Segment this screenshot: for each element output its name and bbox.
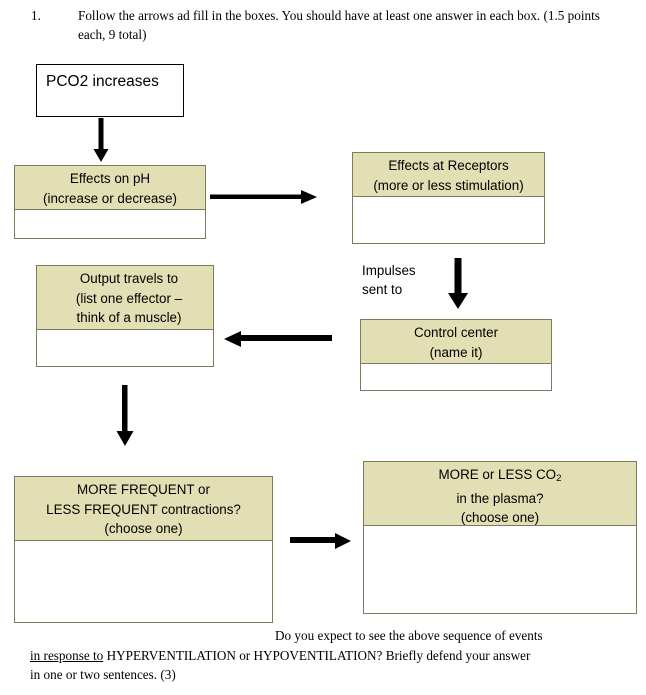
box-control-center[interactable]: Control center (name it) — [360, 319, 552, 391]
arrow-right-ph-to-receptors — [210, 188, 318, 206]
co2-subscript: 2 — [556, 473, 562, 485]
box-output-travels-to-line3: think of a muscle) — [76, 310, 182, 325]
box-contractions-frequency-answer-area[interactable] — [15, 541, 272, 622]
box-co2-in-plasma-line1-text: MORE or LESS CO — [438, 467, 557, 482]
label-impulses-sent-to: Impulses sent to — [362, 263, 416, 297]
box-output-travels-to[interactable]: Output travels to (list one effector – t… — [36, 265, 214, 367]
box-control-center-answer-area[interactable] — [361, 364, 551, 390]
instruction-text: Follow the arrows ad fill in the boxes. … — [78, 8, 600, 42]
box-co2-in-plasma-line1: MORE or LESS CO2 — [366, 465, 634, 489]
arrow-down-output-to-contractions — [116, 385, 134, 447]
box-contractions-frequency-line3: (choose one) — [104, 521, 183, 536]
box-contractions-frequency-line2: LESS FREQUENT contractions? — [46, 501, 241, 517]
arrow-down-receptors-to-control — [448, 258, 468, 310]
box-pco2-answer-area[interactable] — [37, 95, 183, 116]
box-control-center-line2: (name it) — [429, 344, 483, 360]
box-contractions-frequency-header: MORE FREQUENT or LESS FREQUENT contracti… — [15, 477, 272, 541]
box-effects-at-receptors-header: Effects at Receptors (more or less stimu… — [353, 153, 544, 197]
box-contractions-frequency[interactable]: MORE FREQUENT or LESS FREQUENT contracti… — [14, 476, 273, 623]
question-number: 1. — [31, 8, 41, 23]
box-effects-on-ph[interactable]: Effects on pH (increase or decrease) — [14, 165, 206, 239]
footer-line-2-rest: HYPERVENTILATION or HYPOVENTILATION? Bri… — [103, 647, 531, 663]
box-contractions-frequency-line1: MORE FREQUENT or — [77, 482, 210, 497]
footer-underlined-phrase: in response to — [30, 647, 104, 663]
box-effects-on-ph-line2: (increase or decrease) — [43, 190, 177, 206]
arrow-down-pco2-to-ph — [93, 118, 109, 163]
box-control-center-header: Control center (name it) — [361, 320, 551, 364]
box-pco2-header: PCO2 increases — [46, 73, 159, 90]
box-output-travels-to-line1: Output travels to — [79, 271, 179, 286]
box-control-center-line1: Control center — [413, 325, 499, 340]
box-effects-on-ph-answer-area[interactable] — [15, 210, 205, 238]
box-effects-at-receptors-line2: (more or less stimulation) — [373, 177, 524, 193]
arrow-left-control-to-output — [224, 329, 332, 349]
box-output-travels-to-answer-area[interactable] — [37, 330, 213, 366]
footer-question: Do you expect to see the above sequence … — [30, 626, 630, 685]
footer-line-1: Do you expect to see the above sequence … — [275, 628, 543, 643]
box-effects-at-receptors-line1: Effects at Receptors — [388, 158, 509, 173]
box-effects-at-receptors-answer-area[interactable] — [353, 197, 544, 243]
box-co2-in-plasma-header: MORE or LESS CO2 in the plasma? (choose … — [364, 462, 636, 526]
box-pco2-increases[interactable]: PCO2 increases — [36, 64, 184, 117]
footer-line-2: in response to HYPERVENTILATION or HYPOV… — [30, 646, 630, 666]
box-co2-in-plasma-line3: (choose one) — [460, 510, 540, 526]
footer-line-3: in one or two sentences. (3) — [30, 667, 176, 682]
box-output-travels-to-line2: (list one effector – — [75, 290, 183, 306]
box-co2-in-plasma-answer-area[interactable] — [364, 526, 636, 613]
arrow-right-contractions-to-co2 — [290, 531, 352, 551]
box-effects-on-ph-header: Effects on pH (increase or decrease) — [15, 166, 205, 210]
box-effects-at-receptors[interactable]: Effects at Receptors (more or less stimu… — [352, 152, 545, 244]
box-effects-on-ph-line1: Effects on pH — [69, 171, 151, 186]
box-co2-in-plasma[interactable]: MORE or LESS CO2 in the plasma? (choose … — [363, 461, 637, 614]
box-co2-in-plasma-line2: in the plasma? — [456, 490, 544, 506]
box-output-travels-to-header: Output travels to (list one effector – t… — [37, 266, 213, 330]
